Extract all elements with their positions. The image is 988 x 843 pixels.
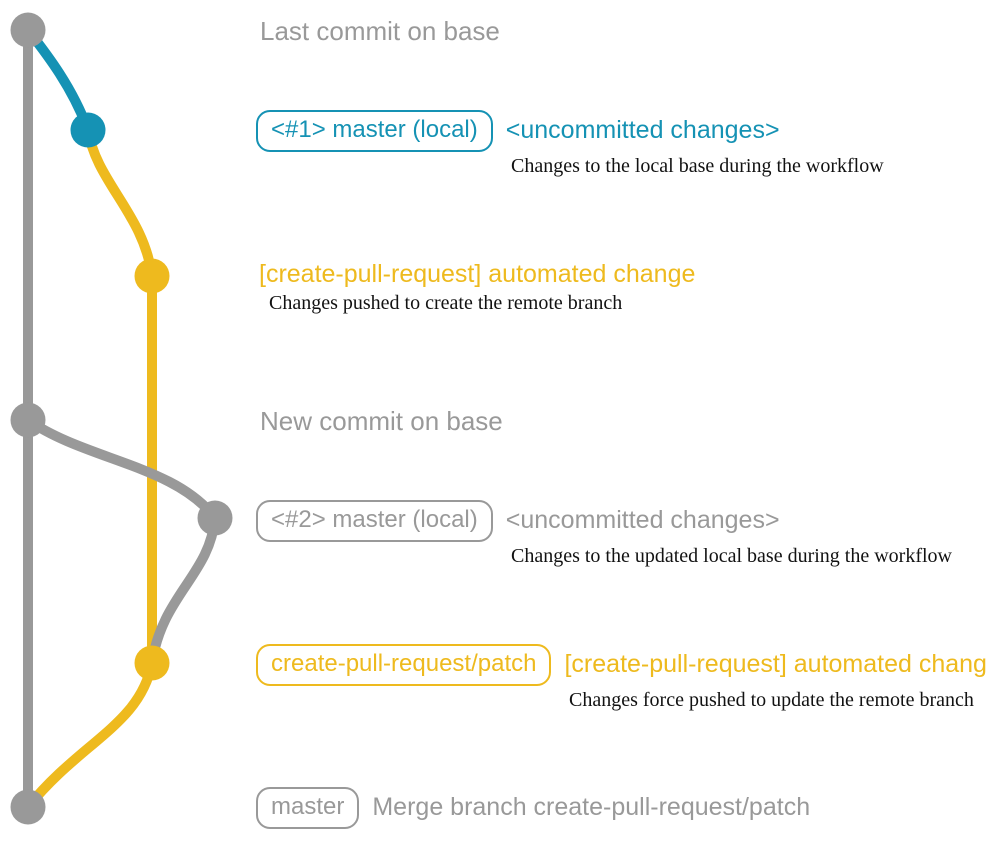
annotation-master-local-1: <#1> master (local) <uncommitted changes…	[256, 110, 884, 178]
merge-note: Merge branch create-pull-request/patch	[372, 793, 811, 822]
patch-merge-curve	[23, 658, 157, 812]
annotation-automated-change-2: create-pull-request/patch [create-pull-r…	[256, 644, 988, 712]
commit-dot-uncommitted-2	[197, 500, 233, 536]
commit-graph	[10, 12, 233, 825]
annotation-new-commit: New commit on base	[260, 406, 503, 437]
commit-dot-uncommitted-1	[70, 112, 106, 148]
annotation-last-commit: Last commit on base	[260, 16, 500, 47]
automated-change-title-1: [create-pull-request] automated change	[259, 260, 696, 288]
new-commit-label: New commit on base	[260, 406, 503, 436]
branch-badge-patch: create-pull-request/patch	[256, 644, 552, 686]
uncommitted-changes-note-1: <uncommitted changes>	[505, 116, 780, 145]
description-uncommitted-1: Changes to the local base during the wor…	[511, 154, 884, 177]
description-uncommitted-2: Changes to the updated local base during…	[511, 544, 952, 567]
uncommitted-changes-note-2: <uncommitted changes>	[505, 506, 780, 535]
branch-badge-master-local-1: <#1> master (local)	[256, 110, 493, 152]
commit-dot-new-base	[10, 402, 46, 438]
branch-badge-master: master	[256, 787, 360, 829]
commit-dot-last-base	[10, 12, 46, 48]
annotation-automated-change-1: [create-pull-request] automated change C…	[259, 260, 695, 315]
automated-change-title-2: [create-pull-request] automated change	[564, 650, 988, 679]
commit-dot-automated-change-1	[134, 258, 170, 294]
commit-dot-merge	[10, 789, 46, 825]
description-automated-change-2: Changes force pushed to update the remot…	[569, 688, 974, 711]
patch-branch-out-curve	[83, 125, 157, 281]
branch-badge-master-local-2: <#2> master (local)	[256, 500, 493, 542]
annotation-master-local-2: <#2> master (local) <uncommitted changes…	[256, 500, 952, 568]
commit-dot-automated-change-2	[134, 645, 170, 681]
master-local2-branch-out-curve	[23, 415, 220, 523]
last-commit-label: Last commit on base	[260, 16, 500, 46]
annotation-merge: master Merge branch create-pull-request/…	[256, 787, 810, 829]
master-local2-rebase-curve	[147, 513, 220, 668]
description-automated-change-1: Changes pushed to create the remote bran…	[269, 292, 623, 314]
